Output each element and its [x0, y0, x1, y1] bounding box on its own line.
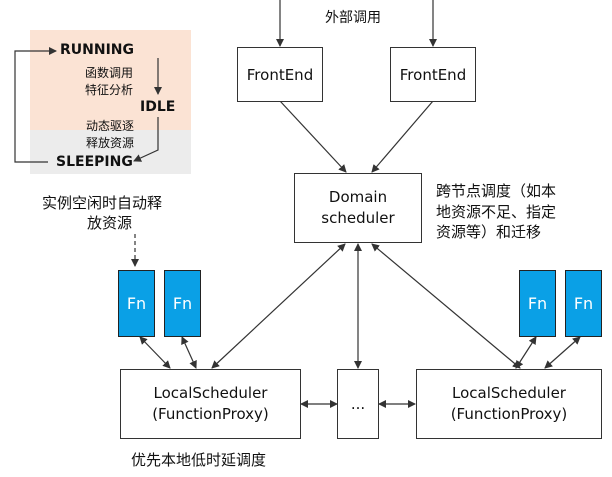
state-running: RUNNING — [60, 42, 134, 58]
domain-line2: scheduler — [321, 209, 395, 227]
bottom-note: 优先本地低时延调度 — [131, 451, 267, 469]
fn-label: Fn — [126, 294, 147, 313]
release-note-1: 实例空闲时自动释 — [42, 194, 163, 212]
local-scheduler-line1: LocalScheduler — [153, 384, 268, 402]
frontend-box-2: FrontEnd — [390, 47, 476, 102]
ellipsis-label: ... — [350, 395, 366, 413]
release-note-2: 放资源 — [87, 214, 133, 232]
local-scheduler-right: LocalScheduler (FunctionProxy) — [416, 369, 602, 439]
fn-box-right-1: Fn — [519, 270, 556, 337]
local-scheduler-line1: LocalScheduler — [452, 384, 566, 402]
state-idle: IDLE — [140, 99, 176, 115]
state-sleeping: SLEEPING — [56, 154, 133, 170]
frontend-box-1: FrontEnd — [237, 47, 323, 102]
fn-label: Fn — [172, 294, 193, 313]
domain-scheduler-box: Domain scheduler — [294, 173, 422, 243]
state-panel-sleeping-bg — [30, 130, 191, 174]
transition-running-label-1: 函数调用 — [85, 66, 134, 80]
transition-idle-label-2: 释放资源 — [86, 136, 135, 150]
fn-label: Fn — [527, 294, 548, 313]
local-scheduler-line2: (FunctionProxy) — [152, 405, 269, 423]
cross-node-note-3: 资源等）和迁移 — [436, 223, 542, 241]
middle-ellipsis-box: ... — [337, 369, 379, 439]
local-scheduler-left: LocalScheduler (FunctionProxy) — [120, 369, 301, 439]
local-scheduler-line2: (FunctionProxy) — [450, 405, 568, 423]
state-panel-active-bg — [30, 30, 191, 130]
domain-line1: Domain — [328, 188, 388, 206]
cross-node-note-1: 跨节点调度（如本 — [436, 182, 557, 200]
frontend-label: FrontEnd — [399, 65, 467, 84]
fn-label: Fn — [573, 294, 594, 313]
cross-node-note-2: 地资源不足、指定 — [436, 203, 557, 221]
external-call-label: 外部调用 — [325, 10, 381, 26]
transition-idle-label-1: 动态驱逐 — [86, 119, 135, 133]
frontend-label: FrontEnd — [246, 65, 314, 84]
fn-box-left-2: Fn — [164, 270, 201, 337]
transition-running-label-2: 特征分析 — [85, 83, 134, 97]
fn-box-left-1: Fn — [118, 270, 155, 337]
fn-box-right-2: Fn — [565, 270, 602, 337]
